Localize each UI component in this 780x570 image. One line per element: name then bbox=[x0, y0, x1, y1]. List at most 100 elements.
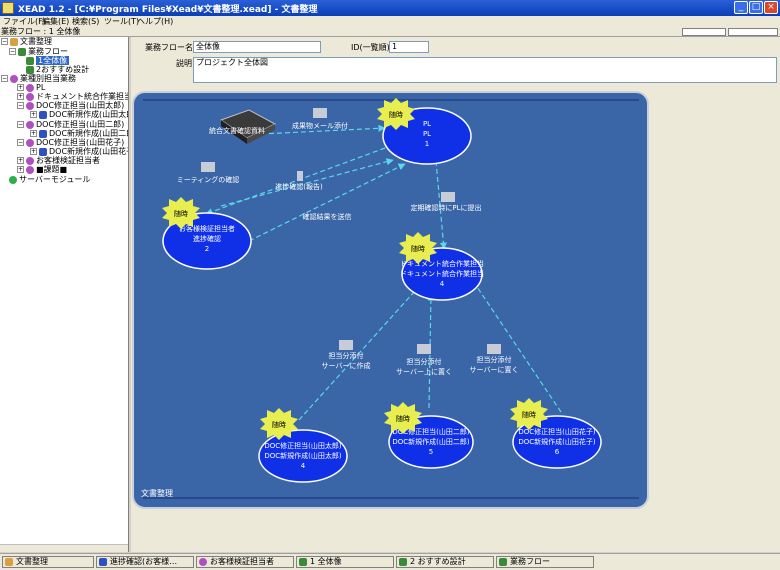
starburst-icon: 随時 bbox=[399, 232, 437, 264]
tree-item-role[interactable]: −DOC修正担当(山田太郎) bbox=[17, 101, 125, 110]
person-icon bbox=[26, 138, 34, 147]
tree-horizontal-scrollbar[interactable] bbox=[0, 544, 128, 552]
tree-item-task[interactable]: +DOC新規作成(山田花子) bbox=[30, 147, 129, 156]
tree-item-roles[interactable]: −業種別担当業務 bbox=[1, 74, 76, 83]
svg-text:ドキュメント統合作業担当: ドキュメント統合作業担当 bbox=[400, 259, 484, 268]
task-bar: 文書整理 進捗確認(お客様… お客様検証担当者 1 全体像 2 おすすめ設計 業… bbox=[0, 553, 780, 570]
svg-text:1: 1 bbox=[425, 140, 429, 148]
expand-icon[interactable]: + bbox=[17, 166, 24, 173]
flow-name-field[interactable]: 全体像 bbox=[193, 41, 321, 53]
book-icon bbox=[10, 37, 18, 46]
tree-item-flow-1[interactable]: 1全体像 bbox=[26, 56, 70, 66]
person-chip-icon bbox=[297, 171, 303, 181]
tree-item-role[interactable]: +■課題■ bbox=[17, 165, 68, 174]
mail-chip-icon bbox=[417, 344, 431, 354]
close-button[interactable]: × bbox=[764, 1, 778, 14]
edge-label: サーバーに作成 bbox=[322, 361, 371, 370]
flow-icon bbox=[399, 557, 407, 566]
svg-text:随時: 随時 bbox=[272, 420, 286, 429]
menu-file[interactable]: ファイル(F) bbox=[3, 17, 46, 26]
collapse-icon[interactable]: − bbox=[17, 121, 24, 128]
tree-item-role[interactable]: +PL bbox=[17, 83, 46, 92]
task-button-flow-1[interactable]: 1 全体像 bbox=[296, 556, 394, 568]
tree-item-server[interactable]: サーバーモジュール bbox=[9, 175, 90, 185]
svg-text:随時: 随時 bbox=[411, 244, 425, 253]
frame-label: 文書整理 bbox=[141, 488, 173, 498]
app-icon bbox=[2, 2, 14, 14]
collapse-icon[interactable]: − bbox=[9, 48, 16, 55]
tree-item-flow[interactable]: −業務フロー bbox=[9, 47, 68, 56]
svg-text:4: 4 bbox=[440, 280, 445, 288]
edge-4 bbox=[220, 158, 394, 207]
person-icon bbox=[199, 557, 207, 566]
menu-tools[interactable]: ツール(T) bbox=[104, 17, 140, 26]
flow-diagram: 文書整理 成果物メール添付 ミーティングの確認 進捗確認(報告) 確認結果を送信… bbox=[132, 91, 649, 509]
doc-icon bbox=[39, 129, 47, 138]
tree-item-role[interactable]: −DOC修正担当(山田花子) bbox=[17, 138, 125, 147]
tree-item-role[interactable]: +お客様検証担当者 bbox=[17, 156, 100, 165]
process-node-4: DOC修正担当(山田太郎) DOC新規作成(山田太郎) 4 bbox=[258, 429, 348, 483]
tree-item-role[interactable]: +ドキュメント統合作業担当 bbox=[17, 92, 129, 101]
edge-label: 担当分添付 bbox=[407, 357, 442, 366]
menu-edit[interactable]: 編集(E) bbox=[42, 17, 70, 26]
svg-text:2: 2 bbox=[205, 245, 209, 253]
maximize-button[interactable]: □ bbox=[749, 1, 763, 14]
collapse-icon[interactable]: − bbox=[17, 102, 24, 109]
menu-help[interactable]: ヘルプ(H) bbox=[137, 17, 174, 26]
task-button-business-flow[interactable]: 業務フロー bbox=[496, 556, 594, 568]
person-icon bbox=[26, 83, 34, 92]
edge-label: 担当分添付 bbox=[477, 355, 512, 364]
edge-label: サーバー上に置く bbox=[396, 367, 452, 376]
task-button-customer[interactable]: お客様検証担当者 bbox=[196, 556, 294, 568]
tree-item-role[interactable]: −DOC修正担当(山田二郎) bbox=[17, 120, 125, 129]
edge-label: サーバーに置く bbox=[470, 366, 519, 374]
id-field[interactable]: 1 bbox=[389, 41, 429, 53]
tree-item-root[interactable]: −文書整理 bbox=[1, 37, 52, 46]
status-field-1 bbox=[682, 28, 726, 36]
svg-text:随時: 随時 bbox=[396, 414, 410, 423]
expand-icon[interactable]: + bbox=[17, 93, 24, 100]
window-title: XEAD 1.2 - [C:¥Program Files¥Xead¥文書整理.x… bbox=[18, 5, 318, 15]
svg-text:DOC修正担当(山田二郎): DOC修正担当(山田二郎) bbox=[392, 427, 470, 436]
tree-item-task[interactable]: +DOC新規作成(山田二郎) bbox=[30, 129, 129, 138]
collapse-icon[interactable]: − bbox=[17, 139, 24, 146]
task-button-docs[interactable]: 文書整理 bbox=[2, 556, 94, 568]
minimize-button[interactable]: _ bbox=[734, 1, 748, 14]
person-icon bbox=[10, 74, 18, 83]
edge-8 bbox=[470, 277, 562, 413]
task-button-progress[interactable]: 進捗確認(お客様… bbox=[96, 556, 194, 568]
expand-icon[interactable]: + bbox=[30, 130, 37, 137]
repository-node: 統合文書確認資料 bbox=[209, 109, 277, 144]
svg-text:DOC新規作成(山田二郎): DOC新規作成(山田二郎) bbox=[392, 437, 470, 446]
expand-icon[interactable]: + bbox=[17, 84, 24, 91]
collapse-icon[interactable]: − bbox=[1, 38, 8, 45]
flow-icon bbox=[26, 56, 34, 65]
description-label: 説明 bbox=[176, 59, 192, 68]
flow-icon bbox=[299, 557, 307, 566]
svg-text:DOC新規作成(山田花子): DOC新規作成(山田花子) bbox=[518, 437, 596, 446]
tree-item-flow-2[interactable]: 2おすすめ設計 bbox=[26, 65, 89, 75]
collapse-icon[interactable]: − bbox=[1, 75, 8, 82]
menu-bar: ファイル(F) 編集(E) 検索(S) ツール(T) ヘルプ(H) bbox=[0, 16, 780, 27]
person-icon bbox=[26, 92, 34, 101]
expand-icon[interactable]: + bbox=[30, 148, 37, 155]
edge-6 bbox=[298, 281, 424, 421]
svg-text:お客様検証担当者: お客様検証担当者 bbox=[179, 224, 235, 233]
svg-text:6: 6 bbox=[555, 448, 560, 456]
edge-label: 担当分添付 bbox=[329, 351, 364, 360]
edge-1 bbox=[260, 124, 386, 135]
svg-text:5: 5 bbox=[429, 448, 433, 456]
doc-icon bbox=[39, 110, 47, 119]
menu-search[interactable]: 検索(S) bbox=[72, 17, 100, 26]
expand-icon[interactable]: + bbox=[30, 111, 37, 118]
svg-text:ドキュメント統合作業担当: ドキュメント統合作業担当 bbox=[400, 269, 484, 278]
starburst-icon: 随時 bbox=[260, 408, 298, 440]
svg-text:PL: PL bbox=[423, 130, 431, 138]
description-field[interactable]: プロジェクト全体図 bbox=[193, 57, 777, 83]
task-button-flow-2[interactable]: 2 おすすめ設計 bbox=[396, 556, 494, 568]
starburst-icon: 随時 bbox=[510, 398, 548, 430]
expand-icon[interactable]: + bbox=[17, 157, 24, 164]
breadcrumb: 業務フロー : 1 全体像 bbox=[1, 27, 81, 36]
doc-icon bbox=[39, 147, 47, 156]
tree-item-task[interactable]: +DOC新規作成(山田太郎) bbox=[30, 110, 129, 119]
